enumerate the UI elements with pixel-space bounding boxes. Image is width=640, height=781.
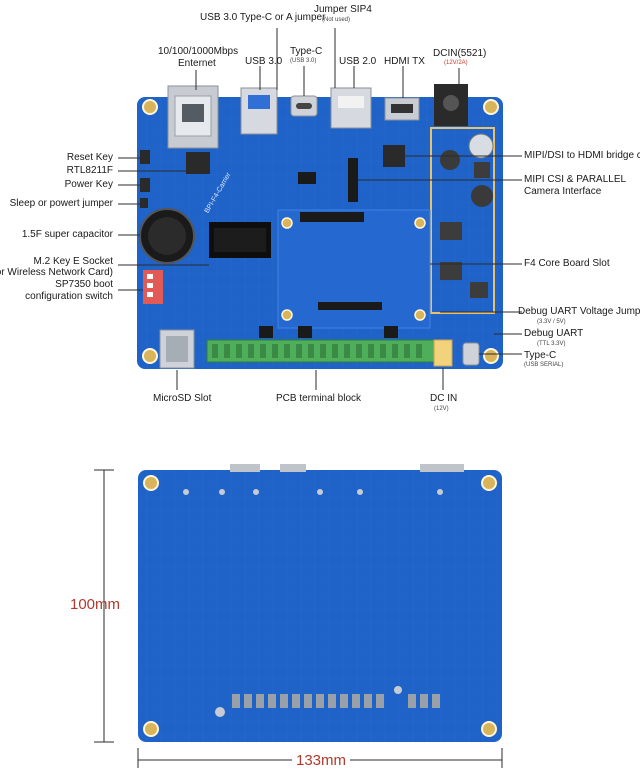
core-board-slot: [277, 209, 431, 329]
label-microsd-slot: MicroSD Slot: [153, 393, 212, 404]
label-debug-uart-voltage: Debug UART Voltage Jumper: [518, 306, 640, 317]
label-sp7350-boot: SP7350 boot: [55, 279, 113, 290]
label-jumper-sip4-sub: (Not used): [322, 17, 351, 23]
label-rtl8211f: RTL8211F: [66, 165, 113, 176]
label-ethernet: 10/100/1000Mbps: [158, 46, 239, 57]
label-usb30-typec-a-jumper: USB 3.0 Type-C or A jumper: [200, 12, 326, 23]
label-m2-socket: M.2 Key E Socket: [33, 256, 113, 267]
label-power-key: Power Key: [64, 179, 113, 190]
label-hdmi-tx: HDMI TX: [384, 56, 425, 67]
label-m2-socket-line2: (For Wireless Network Card): [0, 267, 113, 278]
label-typec: Type-C: [290, 46, 323, 57]
reset-key-graphic: [140, 150, 150, 164]
front-board: [137, 84, 503, 369]
label-mipi-csi-line2: Camera Interface: [524, 186, 602, 197]
typec-serial-graphic: [462, 342, 480, 366]
mounting-holes-back: [143, 475, 497, 737]
label-debug-uart-sub: (TTL 3.3V): [537, 341, 566, 347]
label-typec-sub: (USB 3.0): [290, 58, 317, 64]
label-debug-uart: Debug UART: [524, 328, 584, 339]
label-typec-serial-sub: (USB SERIAL): [524, 362, 564, 368]
capacitors: [440, 133, 494, 298]
callout-lines: [118, 28, 522, 390]
label-mipi-csi: MIPI CSI & PARALLEL: [524, 174, 627, 185]
label-super-capacitor: 1.5F super capacitor: [21, 229, 113, 240]
rtl8211f-chip: [186, 152, 210, 174]
label-sleep-jumper: Sleep or powert jumper: [9, 198, 113, 209]
usb30-port-graphic: [240, 87, 278, 135]
label-ethernet-line2: Enternet: [178, 58, 216, 69]
dcin-terminal-graphic: [433, 339, 453, 367]
label-mipi-hdmi-bridge: MIPI/DSI to HDMI bridge chip: [524, 150, 640, 161]
label-typec-serial: Type-C: [524, 350, 557, 361]
label-dc-in: DC IN: [430, 393, 458, 404]
power-section-highlight: [430, 127, 495, 314]
dimension-width: 133mm: [292, 752, 351, 769]
label-jumper-sip4: Jumper SIP4: [314, 4, 372, 15]
label-pcb-terminal-block: PCB terminal block: [276, 393, 362, 404]
mounting-holes-front: [142, 99, 499, 364]
label-debug-uart-voltage-sub: (3.3V / 5V): [537, 319, 566, 325]
label-dc-in-sub: (12V): [434, 406, 449, 412]
bridge-chip: [383, 145, 405, 167]
label-f4-core-slot: F4 Core Board Slot: [524, 258, 610, 269]
label-usb30: USB 3.0: [245, 56, 283, 67]
camera-connector: [348, 158, 358, 202]
terminal-blocks: [206, 326, 436, 363]
ethernet-jack-graphic: [167, 85, 219, 149]
power-key-graphic: [140, 178, 150, 192]
label-usb20: USB 2.0: [339, 56, 377, 67]
dimension-height: 100mm: [70, 596, 121, 613]
label-dcin: DCIN(5521): [433, 48, 487, 59]
label-reset-key: Reset Key: [66, 152, 113, 163]
back-board: [138, 464, 502, 742]
back-terminal-pads: [232, 694, 440, 708]
label-dcin-sub: (12V/2A): [444, 60, 468, 66]
label-sp7350-boot-line2: configuration switch: [25, 291, 113, 302]
